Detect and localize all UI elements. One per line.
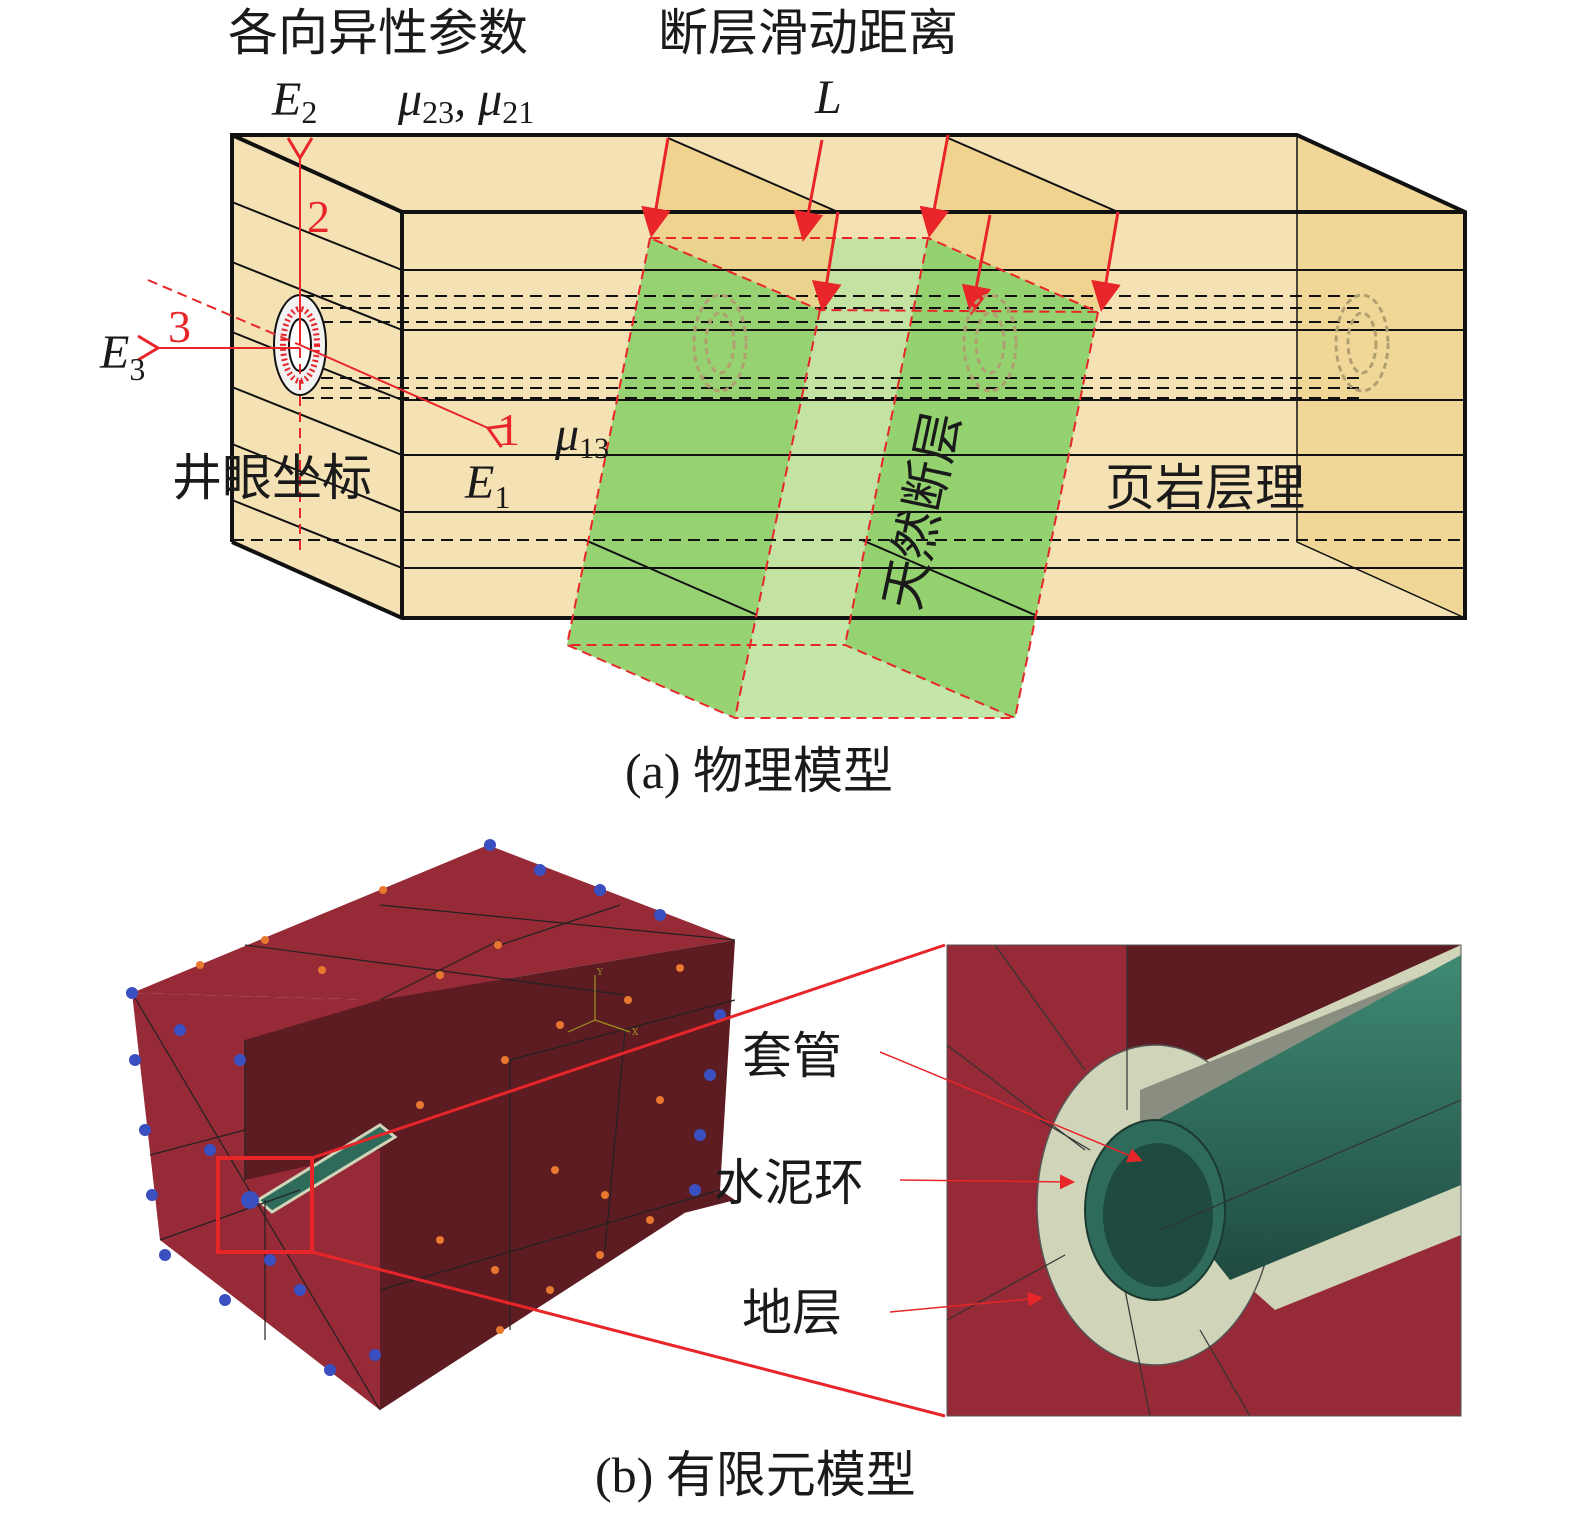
fault-top-wedge-1 — [650, 138, 838, 310]
wellbore-coords-label: 井眼坐标 — [172, 449, 372, 507]
zoom-connector-bottom — [311, 1250, 946, 1418]
zoom-region-box — [216, 1156, 314, 1254]
label-mu13: μ13 — [554, 408, 609, 465]
wellbore-hidden-rings — [692, 293, 1390, 393]
zoom-inset — [879, 944, 1462, 1417]
caption-b: (b) 有限元模型 — [595, 1447, 916, 1503]
axis-2-label: 2 — [307, 191, 330, 242]
label-E3: E3 — [99, 326, 145, 387]
slip-arrows — [641, 134, 1121, 316]
caption-a: (a) 物理模型 — [625, 743, 893, 799]
label-E1: E1 — [464, 456, 510, 515]
casing-label: 套管 — [742, 1027, 842, 1085]
shale-bedding-label: 页岩层理 — [1105, 459, 1305, 517]
boundary-constraint-markers — [126, 839, 726, 1376]
fault-plane-2 — [845, 238, 1098, 718]
wellbore-axes — [137, 137, 512, 550]
fault-slip-title: 断层滑动距离 — [658, 4, 958, 62]
fe-cut-inner-wall — [245, 1000, 380, 1180]
axis-1-label: 1 — [497, 404, 520, 455]
fe-mesh-lines — [131, 904, 736, 1411]
physical-model — [137, 133, 1467, 719]
cement-sheath-label: 水泥环 — [714, 1154, 864, 1212]
inset-leader-lines — [879, 1051, 1143, 1313]
fe-top-face — [132, 845, 735, 1000]
label-E2: E2 — [271, 73, 317, 130]
load-markers — [196, 886, 684, 1334]
fault-top-wedge-2 — [928, 138, 1118, 312]
zoom-connector-top — [311, 943, 946, 1160]
wellbore-dashed-lines — [232, 295, 1465, 541]
fe-front-lower — [380, 1190, 735, 1410]
axis-3-label: 3 — [168, 301, 191, 352]
box-top-face — [232, 135, 1465, 212]
label-L: L — [814, 71, 842, 124]
formation-label: 地层 — [742, 1284, 842, 1342]
fe-axis-triad — [567, 975, 631, 1033]
fe-model: Y X — [126, 839, 946, 1418]
anisotropy-title: 各向异性参数 — [228, 4, 528, 62]
fault-plane-1 — [567, 238, 820, 718]
fe-axis-y: Y — [596, 968, 604, 978]
fe-axis-x: X — [632, 1028, 639, 1038]
label-mu23-mu21: μ23, μ21 — [397, 73, 534, 130]
